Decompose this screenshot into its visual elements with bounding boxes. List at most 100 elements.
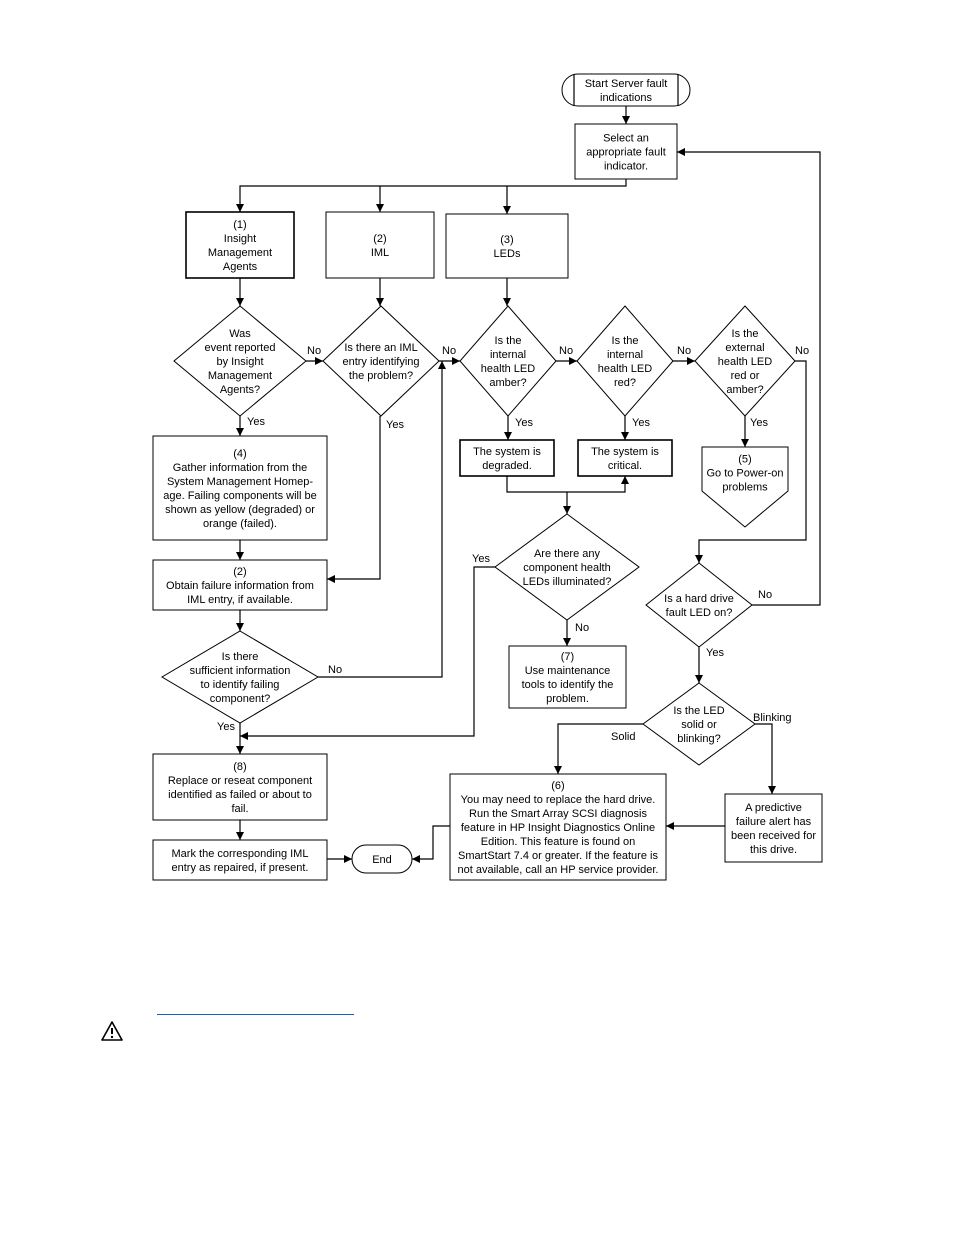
node-text: Are there any — [534, 548, 601, 560]
node-text: internal — [490, 349, 526, 361]
connector-line — [698, 360, 807, 563]
node-text: critical. — [608, 460, 642, 472]
node-text: (1) — [233, 219, 246, 231]
edge-label-no: No — [442, 345, 456, 357]
arrowhead — [236, 298, 244, 306]
arrowhead — [438, 361, 446, 369]
connector-line — [557, 723, 643, 774]
node-text: indicator. — [604, 161, 648, 173]
node-text: entry identifying — [342, 356, 419, 368]
node-text: event reported — [205, 342, 276, 354]
node-text: IML — [371, 247, 389, 259]
node-text: IML entry, if available. — [187, 594, 293, 606]
node-text: red or — [731, 370, 760, 382]
node-text: health LED — [598, 363, 652, 375]
node-text: not available, call an HP service provid… — [458, 864, 659, 876]
arrowhead — [504, 432, 512, 440]
node-text: (7) — [561, 651, 574, 663]
connector-line — [412, 825, 450, 860]
node-text: (2) — [373, 233, 386, 245]
node-text: health LED — [718, 356, 772, 368]
edge-label-no: No — [758, 589, 772, 601]
arrowhead — [376, 204, 384, 212]
edge-label-yes: Yes — [386, 419, 404, 431]
node-text: (4) — [233, 448, 246, 460]
edge-label-no: No — [575, 622, 589, 634]
node-text: (6) — [551, 780, 564, 792]
arrowhead — [236, 204, 244, 212]
arrowhead — [503, 298, 511, 306]
connectors — [236, 106, 821, 863]
arrowhead — [621, 432, 629, 440]
node-text: Is the — [495, 335, 522, 347]
edge-label-yes: Yes — [472, 553, 490, 565]
connector-line — [327, 416, 381, 580]
node-text: Start Server fault — [585, 78, 668, 90]
node-iml: (2) IML — [325, 211, 435, 279]
arrowhead — [236, 552, 244, 560]
node-text: by Insight — [216, 356, 263, 368]
node-text: A predictive — [745, 802, 802, 814]
node-text: Insight — [224, 233, 256, 245]
node-text: failure alert has — [736, 816, 812, 828]
node-text: shown as yellow (degraded) or — [165, 504, 315, 516]
node-text: tools to identify the — [522, 679, 614, 691]
node-text: orange (failed). — [203, 518, 277, 530]
arrowhead — [240, 732, 248, 740]
node-text: SmartStart 7.4 or greater. If the featur… — [458, 850, 658, 862]
arrowhead — [569, 357, 577, 365]
edge-label-no: No — [677, 345, 691, 357]
arrowhead — [622, 116, 630, 124]
node-text: age. Failing components will be — [163, 490, 316, 502]
hyperlink-underline[interactable] — [157, 1002, 354, 1015]
node-hdd6: (6)You may need to replace the hard driv… — [449, 773, 667, 881]
node-predictive: A predictive failure alert has been receiv… — [724, 793, 823, 863]
arrowhead — [376, 298, 384, 306]
edge-label-solid: Solid — [611, 731, 635, 743]
node-text: End — [372, 854, 392, 866]
edge-label-no: No — [795, 345, 809, 357]
arrowhead — [768, 786, 776, 794]
edge-label-yes: Yes — [706, 647, 724, 659]
node-text: Use maintenance — [525, 665, 611, 677]
node-text: Was — [229, 328, 251, 340]
node-text: appropriate fault — [586, 147, 666, 159]
node-text: degraded. — [482, 460, 532, 472]
arrowhead — [677, 148, 685, 156]
arrowhead — [554, 766, 562, 774]
arrowhead — [315, 357, 323, 365]
node-text: internal — [607, 349, 643, 361]
node-text: Is the — [612, 335, 639, 347]
node-text: the problem? — [349, 370, 413, 382]
node-text: been received for — [731, 830, 816, 842]
node-text: (5) — [738, 454, 751, 466]
node-end: End — [351, 844, 413, 874]
arrowhead — [327, 575, 335, 583]
node-text: fault LED on? — [666, 607, 733, 619]
edge-label-no: No — [328, 664, 342, 676]
node-text: Run the Smart Array SCSI diagnosis — [469, 808, 647, 820]
node-text: (8) — [233, 761, 246, 773]
node-text: Management — [208, 370, 272, 382]
node-text: entry as repaired, if present. — [172, 862, 309, 874]
arrowhead — [563, 506, 571, 514]
node-text: component health — [523, 562, 610, 574]
node-text: Gather information from the — [173, 462, 308, 474]
node-text: System Management Homep- — [167, 476, 313, 488]
node-text: Is there — [222, 651, 259, 663]
node-text: LEDs — [494, 248, 521, 260]
node-text: solid or — [681, 719, 717, 731]
node-text: Is there an IML — [344, 342, 417, 354]
